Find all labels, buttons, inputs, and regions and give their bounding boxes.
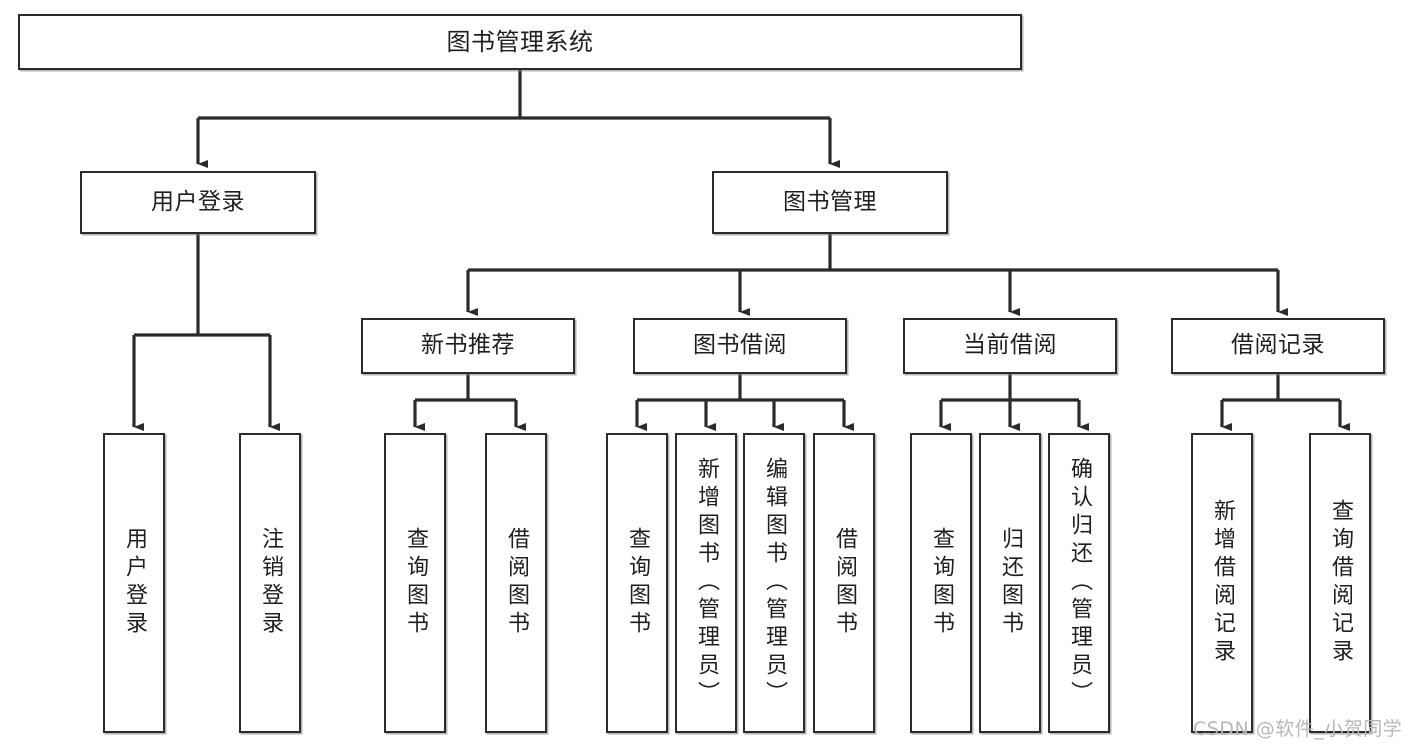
node-book-borrow-label: 图书借阅 bbox=[693, 332, 787, 359]
leaf-book-borrow-edit-book-admin-label: 编辑图书（管理员） bbox=[762, 457, 787, 709]
node-root-system[interactable]: 图书管理系统 bbox=[18, 14, 1022, 70]
node-new-book-recommend[interactable]: 新书推荐 bbox=[361, 318, 575, 374]
node-user-login[interactable]: 用户登录 bbox=[80, 171, 316, 234]
leaf-borrow-record-query-record[interactable]: 查询借阅记录 bbox=[1309, 433, 1371, 733]
csdn-watermark: CSDN @软件_小贺同学 bbox=[1193, 718, 1403, 740]
leaf-current-borrow-query-books-label: 查询图书 bbox=[929, 527, 954, 639]
node-borrow-record[interactable]: 借阅记录 bbox=[1171, 318, 1385, 374]
leaf-current-borrow-return-books[interactable]: 归还图书 bbox=[979, 433, 1041, 733]
leaf-borrow-record-add-record-label: 新增借阅记录 bbox=[1210, 499, 1235, 667]
leaf-book-borrow-edit-book-admin[interactable]: 编辑图书（管理员） bbox=[743, 433, 805, 733]
node-root-system-label: 图书管理系统 bbox=[446, 27, 594, 56]
leaf-book-borrow-query-books-label: 查询图书 bbox=[625, 527, 650, 639]
leaf-current-borrow-confirm-return-admin-label: 确认归还（管理员） bbox=[1067, 457, 1092, 709]
leaf-current-borrow-query-books[interactable]: 查询图书 bbox=[910, 433, 972, 733]
leaf-current-borrow-confirm-return-admin[interactable]: 确认归还（管理员） bbox=[1048, 433, 1110, 733]
leaf-user-login-login[interactable]: 用户登录 bbox=[103, 433, 165, 733]
node-new-book-recommend-label: 新书推荐 bbox=[421, 332, 515, 359]
leaf-user-login-logout[interactable]: 注销登录 bbox=[239, 433, 301, 733]
node-user-login-label: 用户登录 bbox=[151, 188, 245, 215]
leaf-book-borrow-borrow-books[interactable]: 借阅图书 bbox=[813, 433, 875, 733]
leaf-book-borrow-add-book-admin-label: 新增图书（管理员） bbox=[694, 457, 719, 709]
node-current-borrow-label: 当前借阅 bbox=[963, 332, 1057, 359]
leaf-new-book-query-books[interactable]: 查询图书 bbox=[384, 433, 446, 733]
leaf-book-borrow-borrow-books-label: 借阅图书 bbox=[832, 527, 857, 639]
leaf-new-book-borrow-books[interactable]: 借阅图书 bbox=[485, 433, 547, 733]
node-current-borrow[interactable]: 当前借阅 bbox=[903, 318, 1117, 374]
leaf-book-borrow-query-books[interactable]: 查询图书 bbox=[606, 433, 668, 733]
leaf-book-borrow-add-book-admin[interactable]: 新增图书（管理员） bbox=[675, 433, 737, 733]
node-book-borrow[interactable]: 图书借阅 bbox=[633, 318, 847, 374]
leaf-new-book-query-books-label: 查询图书 bbox=[403, 527, 428, 639]
leaf-new-book-borrow-books-label: 借阅图书 bbox=[504, 527, 529, 639]
leaf-current-borrow-return-books-label: 归还图书 bbox=[998, 527, 1023, 639]
leaf-borrow-record-query-record-label: 查询借阅记录 bbox=[1328, 499, 1353, 667]
leaf-user-login-logout-label: 注销登录 bbox=[258, 527, 283, 639]
node-book-management[interactable]: 图书管理 bbox=[712, 171, 948, 234]
node-borrow-record-label: 借阅记录 bbox=[1231, 332, 1325, 359]
node-book-management-label: 图书管理 bbox=[783, 188, 877, 215]
leaf-borrow-record-add-record[interactable]: 新增借阅记录 bbox=[1191, 433, 1253, 733]
leaf-user-login-login-label: 用户登录 bbox=[122, 527, 147, 639]
